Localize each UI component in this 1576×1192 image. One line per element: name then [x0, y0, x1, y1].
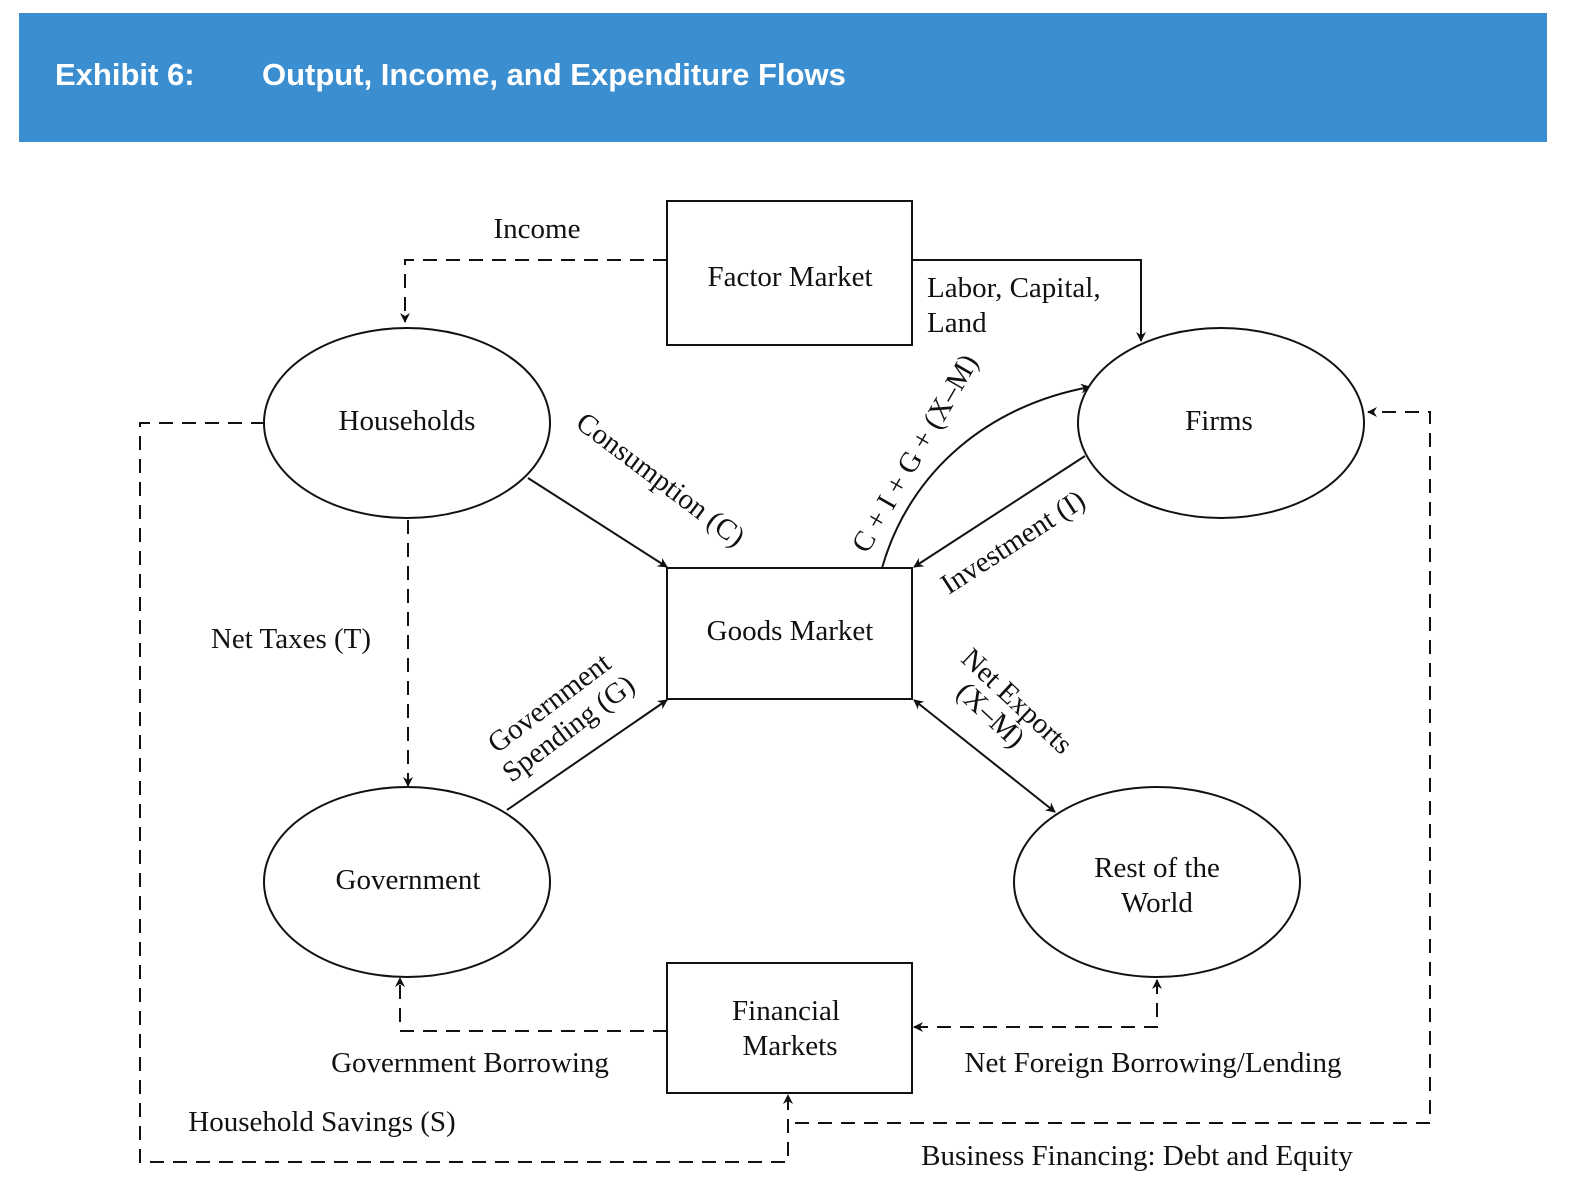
firms-node: Firms [1077, 327, 1365, 519]
households-label: Households [339, 405, 476, 437]
financial-markets-label-line1: Financial [732, 995, 840, 1027]
labor-capital-land-label-line2: Land [927, 307, 987, 339]
government-spending-label: Government Spending (G) [482, 647, 641, 789]
exhibit-title: Output, Income, and Expenditure Flows [262, 57, 846, 92]
business-financing-label: Business Financing: Debt and Equity [921, 1140, 1353, 1172]
factor-inputs-flow [912, 259, 1146, 342]
consumption-flow [527, 477, 668, 568]
business-financing-flow [795, 407, 1431, 1124]
income-flow [400, 259, 667, 323]
goods-market-label: Goods Market [707, 615, 874, 647]
rest-of-world-label-line2: World [1121, 887, 1193, 919]
goods-market-node: Goods Market [666, 567, 913, 700]
total-expenditure-flow [881, 383, 1091, 569]
factor-market-label: Factor Market [707, 261, 872, 293]
rest-of-world-label-line1: Rest of the [1094, 852, 1220, 884]
exhibit-header: Exhibit 6: Output, Income, and Expenditu… [19, 13, 1547, 142]
government-borrowing-flow [395, 977, 667, 1032]
financial-markets-node: Financial Markets [666, 962, 913, 1094]
consumption-label: Consumption (C) [570, 406, 751, 553]
rest-of-world-node: Rest of the World [1013, 786, 1301, 978]
income-label: Income [494, 213, 581, 245]
financial-markets-label-line2: Markets [742, 1030, 837, 1062]
household-savings-label: Household Savings (S) [188, 1106, 455, 1138]
factor-market-node: Factor Market [666, 200, 913, 346]
total-expenditure-label: C + I + G + (X–M) [846, 349, 985, 558]
firms-label: Firms [1185, 405, 1253, 437]
households-node: Households [263, 327, 551, 519]
labor-capital-land-label-line1: Labor, Capital, [927, 272, 1101, 304]
net-exports-label: Net Exports (X–M) [950, 642, 1079, 760]
net-exports-flow [913, 699, 1056, 813]
government-node: Government [263, 786, 551, 978]
government-label: Government [336, 864, 481, 896]
net-taxes-label: Net Taxes (T) [211, 623, 371, 655]
net-foreign-borrowing-label: Net Foreign Borrowing/Lending [965, 1047, 1342, 1079]
exhibit-label: Exhibit 6: [55, 57, 195, 92]
investment-flow [913, 455, 1086, 568]
government-spending-flow [506, 699, 668, 811]
household-savings-flow [139, 422, 793, 1163]
government-borrowing-label: Government Borrowing [331, 1047, 609, 1079]
net-foreign-borrowing-flow [913, 979, 1162, 1032]
